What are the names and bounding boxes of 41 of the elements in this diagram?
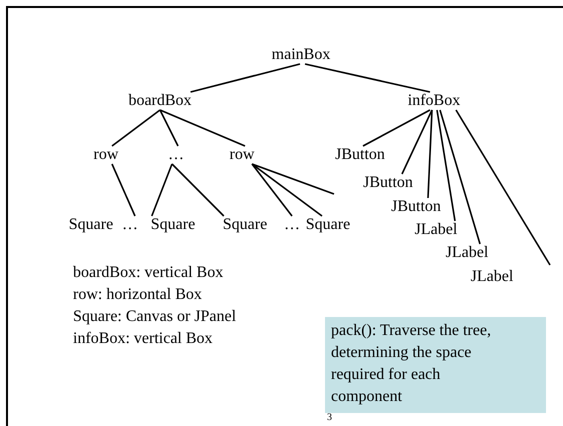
legend-text: Square: Canvas or JPanel [73, 307, 236, 327]
tree-node-label: Square [306, 216, 350, 234]
tree-node-label: mainBox [272, 46, 330, 64]
tree-node-label: Square [150, 216, 196, 234]
tree-node-label: … [168, 146, 184, 164]
tree-line [252, 163, 322, 217]
tree-node-label: JButton [335, 146, 385, 164]
tree-line [252, 163, 334, 195]
tree-line [251, 164, 293, 216]
tree-node-label: JButton [391, 198, 441, 216]
tree-line [159, 110, 179, 146]
tree-line [362, 109, 430, 147]
legend-text: row: horizontal Box [73, 285, 202, 305]
tree-line [171, 163, 224, 217]
tree-node-label: infoBox [408, 92, 460, 110]
tree-line [112, 109, 160, 147]
tree-node-label: Square [68, 216, 114, 234]
tree-node-label: row [230, 146, 254, 164]
tree-line [160, 109, 246, 147]
tree-node-label: … [284, 216, 300, 234]
legend-text: infoBox: vertical Box [73, 329, 213, 349]
tree-line [190, 63, 300, 93]
tree-line [439, 110, 481, 244]
tree-node-label: JButton [363, 174, 413, 192]
note-box: pack(): Traverse the tree, determining the space required for each component [325, 317, 546, 413]
tree-line [151, 164, 173, 216]
tree-line [455, 110, 551, 266]
tree-line [111, 164, 136, 216]
tree-line [436, 110, 456, 222]
tree-line [427, 110, 433, 198]
tree-node-label: JLabel [446, 244, 488, 262]
tree-node-label: … [122, 216, 138, 234]
tree-node-label: Square [222, 216, 268, 234]
tree-node-label: JLabel [470, 268, 514, 286]
tree-node-label: boardBox [128, 92, 192, 110]
tree-line [401, 110, 433, 174]
page-number: 3 [327, 412, 332, 424]
tree-node-label: row [94, 146, 118, 164]
tree-node-label: JLabel [414, 221, 458, 239]
legend-text: boardBox: vertical Box [73, 263, 224, 283]
tree-line [304, 63, 430, 93]
